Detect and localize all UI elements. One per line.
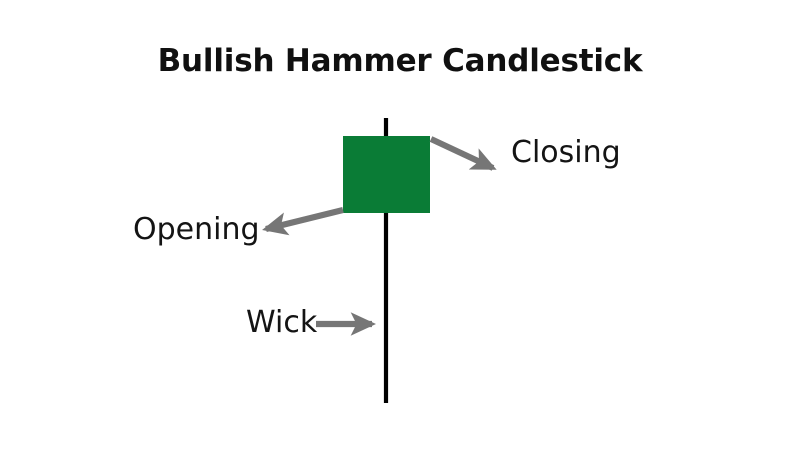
candlestick-body xyxy=(343,136,430,213)
opening-arrow-icon xyxy=(262,206,344,236)
annotation-label-opening: Opening xyxy=(133,212,260,247)
annotation-label-wick: Wick xyxy=(246,305,318,340)
page-title: Bullish Hammer Candlestick xyxy=(157,43,643,79)
annotation-label-closing: Closing xyxy=(511,135,621,170)
closing-arrow-icon xyxy=(429,136,497,171)
